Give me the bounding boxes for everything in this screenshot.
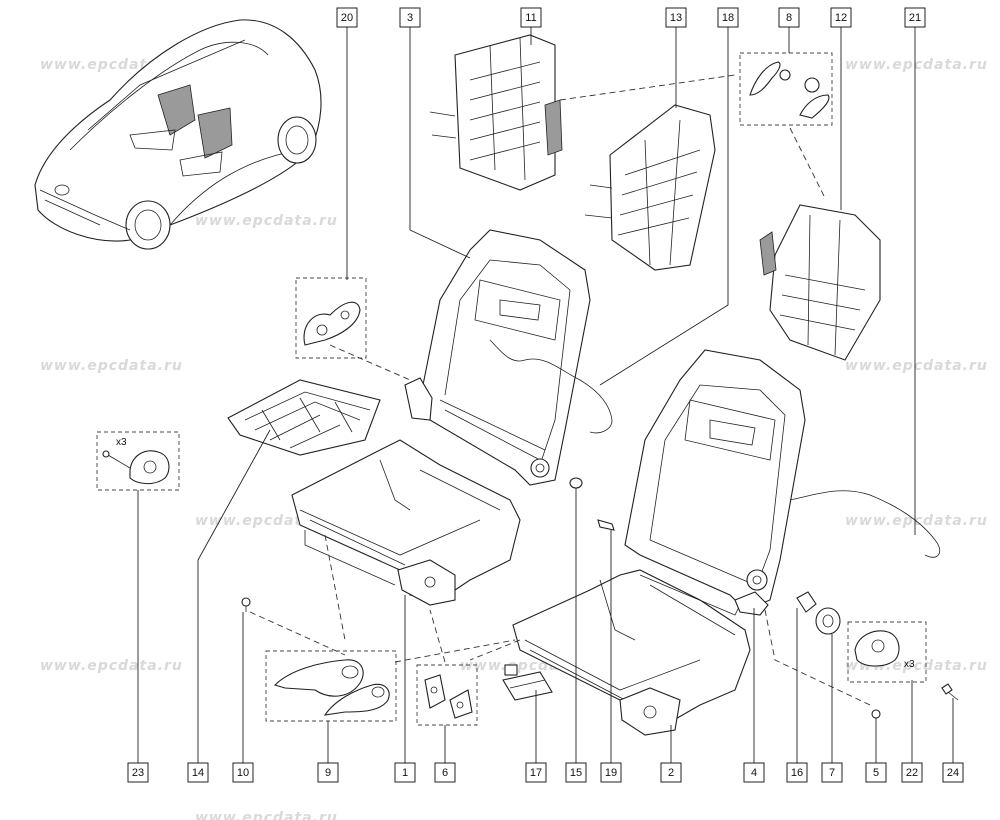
- quantity-label: x3: [904, 659, 915, 670]
- part-8-levers: [739, 52, 833, 126]
- assembly-lines: [249, 74, 871, 706]
- part-22-motor: x3: [847, 621, 927, 683]
- callout-label: 3: [407, 12, 413, 24]
- part-9-covers: [265, 650, 397, 722]
- seat-back-frame-left: [404, 229, 613, 486]
- callout-11[interactable]: 11: [520, 7, 542, 28]
- callout-label: 24: [947, 767, 959, 779]
- small-parts: [569, 477, 881, 719]
- callout-label: 18: [722, 12, 734, 24]
- callout-20[interactable]: 20: [336, 7, 358, 28]
- callout-label: 8: [786, 12, 792, 24]
- callout-row-bottom: 23 14 10 9 1 6 17 15 19 2 4 16 7 5 22 24: [127, 762, 964, 783]
- callout-label: 1: [402, 767, 408, 779]
- part-17-connector: [502, 664, 553, 701]
- part-14-seat-pan: [227, 379, 381, 456]
- callout-label: 9: [325, 767, 331, 779]
- callout-label: 10: [237, 767, 249, 779]
- callout-15[interactable]: 15: [565, 762, 587, 783]
- seat-base-frame-left: [291, 439, 521, 606]
- callout-label: 6: [442, 767, 448, 779]
- callout-label: 21: [909, 12, 921, 24]
- callout-19[interactable]: 19: [600, 762, 622, 783]
- callout-label: 20: [341, 12, 353, 24]
- part-19-pin: [597, 519, 615, 531]
- part-12-backrest-panel: [759, 204, 881, 361]
- callout-label: 11: [525, 12, 536, 24]
- part-20-bracket: [295, 277, 367, 359]
- callout-21[interactable]: 21: [904, 7, 926, 28]
- part-15-cap: [569, 477, 583, 489]
- callout-24[interactable]: 24: [942, 762, 964, 783]
- callout-13[interactable]: 13: [665, 7, 687, 28]
- seat-base-frame-right: [512, 569, 751, 736]
- callout-label: 17: [530, 767, 542, 779]
- callout-3[interactable]: 3: [399, 7, 421, 28]
- part-13-backrest-panel: [584, 104, 716, 271]
- callout-1[interactable]: 1: [394, 762, 416, 783]
- quantity-label: x3: [116, 437, 127, 448]
- callout-17[interactable]: 17: [525, 762, 547, 783]
- callout-label: 22: [906, 767, 918, 779]
- watermark: www.epcdata.ru: [845, 57, 988, 73]
- callout-8[interactable]: 8: [778, 7, 800, 28]
- callout-6[interactable]: 6: [434, 762, 456, 783]
- watermark: www.epcdata.ru: [195, 213, 338, 229]
- part-23-motor: x3: [96, 431, 180, 491]
- watermark: www.epcdata.ru: [195, 810, 338, 820]
- part-24-bolt: [941, 683, 959, 701]
- callout-label: 13: [670, 12, 682, 24]
- part-5-screw: [871, 709, 881, 719]
- watermark: www.epcdata.ru: [40, 358, 183, 374]
- callout-label: 16: [791, 767, 803, 779]
- callout-row-top: 20 3 11 13 18 8 12 21: [336, 7, 926, 28]
- callout-7[interactable]: 7: [821, 762, 843, 783]
- callout-5[interactable]: 5: [865, 762, 887, 783]
- callout-label: 14: [192, 767, 204, 779]
- callout-label: 2: [668, 767, 674, 779]
- callout-22[interactable]: 22: [901, 762, 923, 783]
- callout-label: 19: [605, 767, 617, 779]
- callout-16[interactable]: 16: [786, 762, 808, 783]
- callout-label: 15: [570, 767, 582, 779]
- part-11-backrest-panel: [429, 34, 563, 191]
- callout-label: 5: [873, 767, 879, 779]
- callout-2[interactable]: 2: [660, 762, 682, 783]
- callout-14[interactable]: 14: [187, 762, 209, 783]
- callout-10[interactable]: 10: [232, 762, 254, 783]
- callout-9[interactable]: 9: [317, 762, 339, 783]
- callout-label: 12: [835, 12, 847, 24]
- watermark: www.epcdata.ru: [845, 358, 988, 374]
- watermark: www.epcdata.ru: [40, 658, 183, 674]
- callout-label: 4: [751, 767, 757, 779]
- part-6-brackets: [416, 664, 478, 726]
- leader-lines: [137, 27, 954, 763]
- part-7-knob: [815, 607, 841, 635]
- callout-label: 7: [829, 767, 835, 779]
- callout-4[interactable]: 4: [743, 762, 765, 783]
- part-10-screw: [241, 597, 251, 612]
- seat-back-frame-right: [624, 349, 941, 616]
- callout-18[interactable]: 18: [717, 7, 739, 28]
- callout-23[interactable]: 23: [127, 762, 149, 783]
- callout-label: 23: [132, 767, 144, 779]
- part-16-clip: [796, 591, 817, 613]
- callout-12[interactable]: 12: [830, 7, 852, 28]
- car-illustration: [34, 19, 322, 250]
